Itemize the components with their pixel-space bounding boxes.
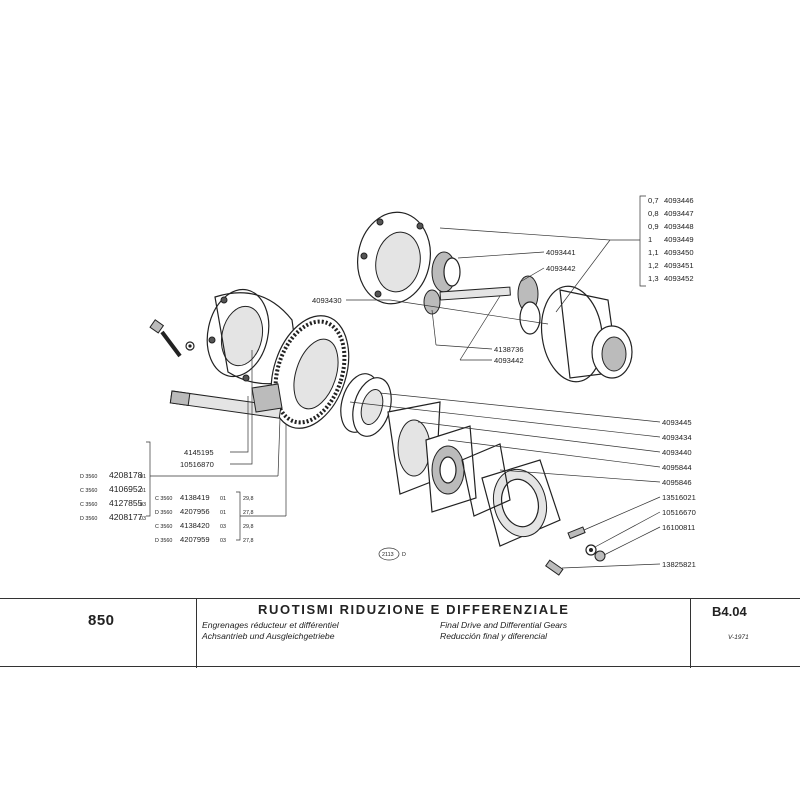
row-code: 01 xyxy=(140,488,146,494)
row-prefix: C 3560 xyxy=(155,524,172,530)
row-code: 03 xyxy=(140,502,146,508)
label-inner-e: 4093442 xyxy=(494,356,524,365)
parts-diagram: 0,7 4093446 0,8 4093447 0,9 4093448 1 40… xyxy=(80,195,696,576)
differential-case xyxy=(519,285,633,383)
inner-labels: 4093441 4093442 4093430 4138736 4093442 xyxy=(312,248,576,365)
label-part: 4093448 xyxy=(664,222,694,231)
label-thk: 0,7 xyxy=(648,196,659,205)
output-flange xyxy=(461,443,561,547)
left-bolt xyxy=(149,319,195,358)
leader-lines xyxy=(146,195,661,569)
right-column-labels: 4093445 4093434 4093440 4095844 4095846 … xyxy=(662,418,696,569)
ref-suffix: D xyxy=(402,552,406,558)
row-part: 4207959 xyxy=(180,535,210,544)
label-left-1: 4145195 xyxy=(184,448,214,457)
gasket-plate xyxy=(387,401,441,495)
footer-divider-left xyxy=(196,598,197,668)
right-group-labels: 0,7 4093446 0,8 4093447 0,9 4093448 1 40… xyxy=(648,196,694,283)
row-part: 4138420 xyxy=(180,521,210,530)
left-housing xyxy=(206,288,301,385)
left-labels: 4145195 10516870 xyxy=(180,448,214,469)
label-part: 4093451 xyxy=(664,261,694,270)
subtitle-german: Achsantrieb und Ausgleichgetriebe xyxy=(202,631,335,641)
label-part: 4093450 xyxy=(664,248,694,257)
row-val: 27,8 xyxy=(243,538,254,544)
label-part: 4093449 xyxy=(664,235,694,244)
row-part: 4208177 xyxy=(109,512,143,522)
label-right: 10516670 xyxy=(662,508,696,517)
row-part: 4138419 xyxy=(180,493,210,502)
label-inner-b: 4093442 xyxy=(546,264,576,273)
upper-flange xyxy=(357,211,431,305)
figure-reference: 2113 D xyxy=(382,552,406,558)
row-code: 01 xyxy=(220,496,226,502)
row-val: 29,8 xyxy=(243,496,254,502)
page-code: B4.04 xyxy=(712,604,747,619)
label-inner-a: 4093441 xyxy=(546,248,576,257)
small-bolts xyxy=(545,526,606,576)
footer-top-rule xyxy=(0,598,800,599)
label-right: 13516021 xyxy=(662,493,696,502)
title-block: 850 RUOTISMI RIDUZIONE E DIFFERENZIALE E… xyxy=(0,598,800,668)
label-part: 4093452 xyxy=(664,274,694,283)
label-part: 4093446 xyxy=(664,196,694,205)
label-thk: 1,3 xyxy=(648,274,659,283)
left-table: D 3560 4208178 01 C 3560 4106952 01 C 35… xyxy=(80,470,146,522)
subtitle-french: Engrenages réducteur et différentiel xyxy=(202,620,339,630)
row-code: 01 xyxy=(220,510,226,516)
row-prefix: C 3560 xyxy=(155,496,172,502)
label-inner-c: 4093430 xyxy=(312,296,342,305)
label-part: 4093447 xyxy=(664,209,694,218)
pinion-shaft xyxy=(169,383,283,419)
label-left-2: 10516870 xyxy=(180,460,214,469)
model-number: 850 xyxy=(88,612,115,629)
row-part: 4106952 xyxy=(109,484,143,494)
label-thk: 0,9 xyxy=(648,222,659,231)
footer-bottom-rule xyxy=(0,666,800,667)
row-prefix: D 3560 xyxy=(80,474,97,480)
differential-drawing xyxy=(149,211,633,576)
label-right: 13825821 xyxy=(662,560,696,569)
label-right: 4093440 xyxy=(662,448,692,457)
footer-divider-right xyxy=(690,598,691,668)
mid-table: C 3560 4138419 01 29,8 D 3560 4207956 01… xyxy=(155,493,254,544)
row-prefix: C 3560 xyxy=(80,488,97,494)
label-inner-d: 4138736 xyxy=(494,345,524,354)
label-right: 4093445 xyxy=(662,418,692,427)
revision-date: V-1971 xyxy=(728,634,749,641)
row-code: 03 xyxy=(140,516,146,522)
label-right: 4095846 xyxy=(662,478,692,487)
label-right: 16100811 xyxy=(662,523,695,532)
ring-gear xyxy=(270,315,350,429)
subtitle-spanish: Reducción final y diferencial xyxy=(440,631,548,641)
label-thk: 1 xyxy=(648,235,652,244)
row-val: 29,8 xyxy=(243,524,254,530)
row-prefix: D 3560 xyxy=(155,510,172,516)
bevel-gears xyxy=(423,251,539,315)
label-thk: 0,8 xyxy=(648,209,659,218)
row-prefix: D 3560 xyxy=(155,538,172,544)
page-title: RUOTISMI RIDUZIONE E DIFFERENZIALE xyxy=(258,602,570,617)
row-part: 4127855 xyxy=(109,498,143,508)
row-part: 4207956 xyxy=(180,507,210,516)
label-thk: 1,1 xyxy=(648,248,659,257)
label-right: 4095844 xyxy=(662,463,692,472)
row-prefix: C 3560 xyxy=(80,502,97,508)
row-code: 03 xyxy=(220,538,226,544)
label-thk: 1,2 xyxy=(648,261,659,270)
row-part: 4208178 xyxy=(109,470,143,480)
row-code: 01 xyxy=(140,474,146,480)
row-prefix: D 3560 xyxy=(80,516,97,522)
label-right: 4093434 xyxy=(662,433,692,442)
ref-number: 2113 xyxy=(382,552,394,558)
row-val: 27,8 xyxy=(243,510,254,516)
subtitle-english: Final Drive and Differential Gears xyxy=(440,620,568,630)
row-code: 03 xyxy=(220,524,226,530)
seal-cover xyxy=(425,425,477,513)
